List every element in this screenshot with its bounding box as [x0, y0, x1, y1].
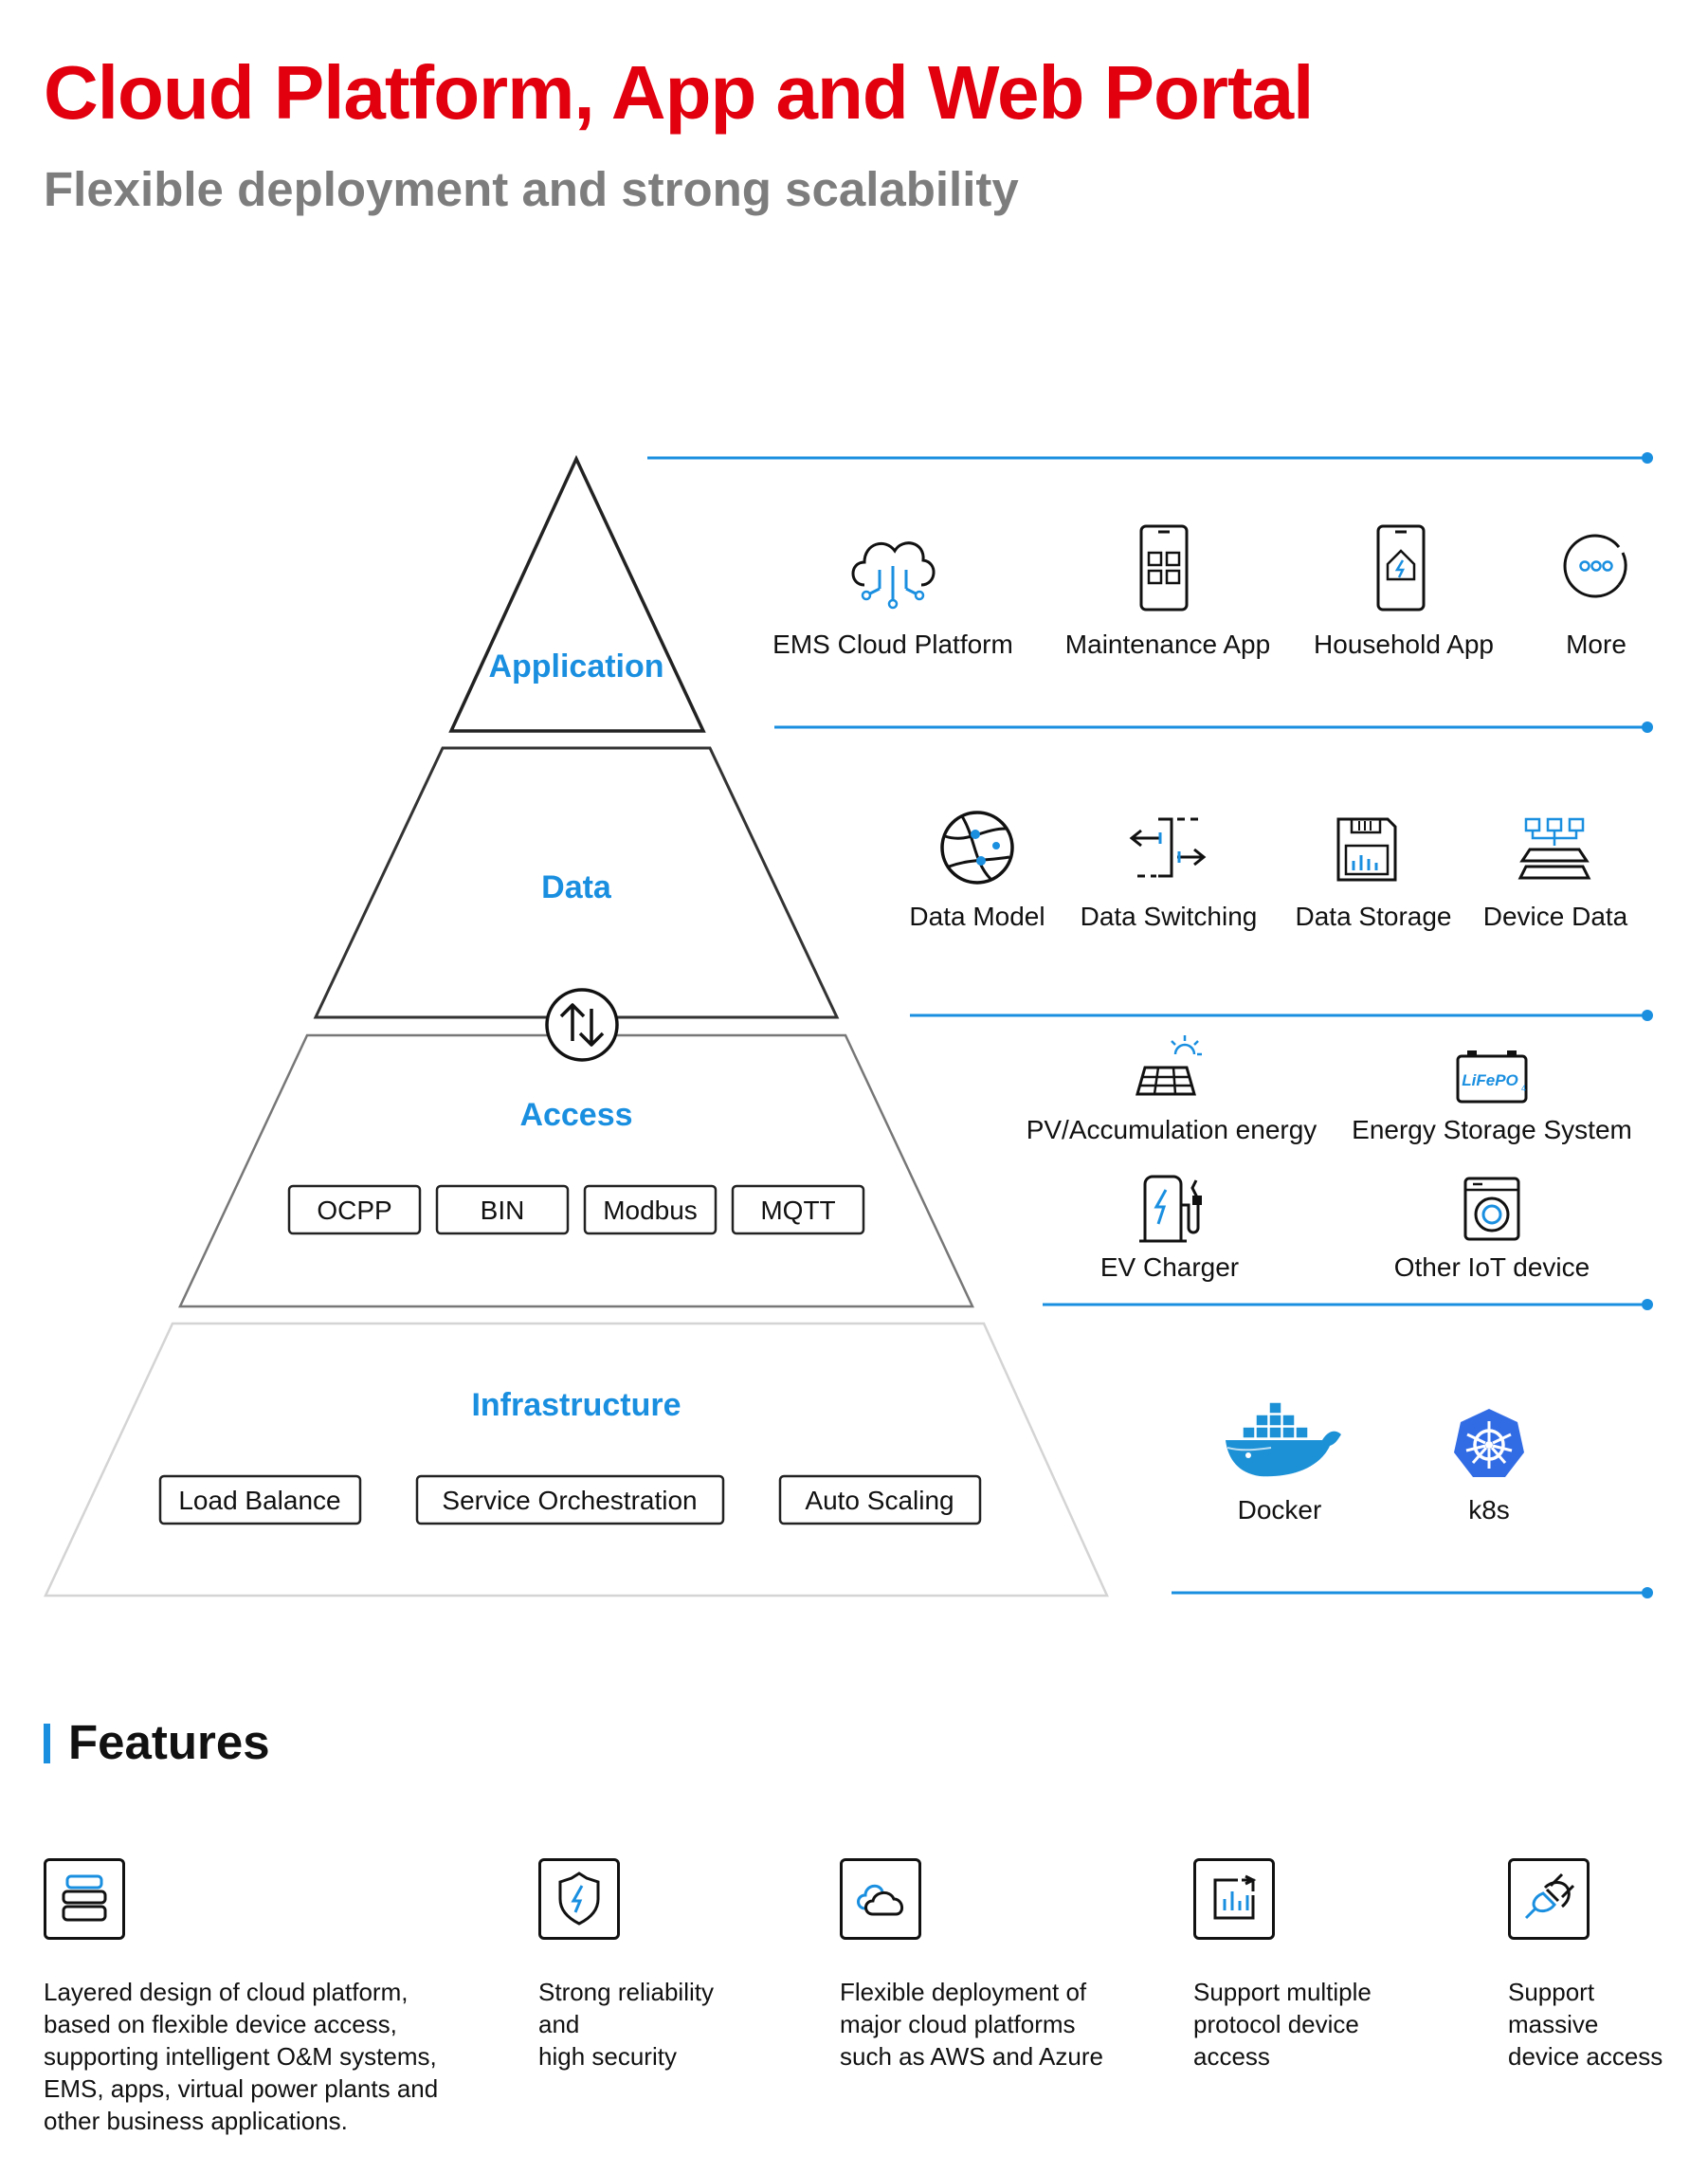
feature-text-line: and [538, 2010, 580, 2038]
app-item-label: Household App [1314, 630, 1494, 659]
access-item-label: PV/Accumulation energy [1027, 1115, 1317, 1144]
infra-box-auto-scaling: Auto Scaling [778, 1474, 982, 1525]
protocol-box-ocpp: OCPP [287, 1184, 422, 1235]
battery-badge-subscript: 4 [1521, 1084, 1526, 1093]
battery-badge: LiFePO [1462, 1071, 1518, 1089]
feature-text-line: major cloud platforms [840, 2010, 1076, 2038]
feature-text-line: Support [1508, 1978, 1595, 2006]
page-subtitle: Flexible deployment and strong scalabili… [44, 162, 1019, 216]
tier-application [448, 454, 706, 733]
protocol-label: MQTT [760, 1196, 835, 1225]
data-item-label: Device Data [1483, 902, 1628, 931]
feature-text-line: high security [538, 2042, 677, 2071]
infra-box-label: Service Orchestration [442, 1486, 697, 1515]
divider-line [1043, 1299, 1653, 1310]
globe-network-icon [940, 811, 1014, 885]
feature-item-massive-access: Support massive device access [1508, 1858, 1663, 2073]
tier-data [313, 746, 840, 1019]
feature-text-line: supporting intelligent O&M systems, [44, 2042, 437, 2071]
infra-item-label: k8s [1468, 1495, 1510, 1525]
exchange-arrows-icon [545, 988, 619, 1062]
architecture-diagram: Application Data Access Infrastructure O… [44, 452, 1653, 1598]
cloud-icon [840, 1858, 921, 1940]
protocol-label: BIN [481, 1196, 525, 1225]
data-item-label: Data Model [909, 902, 1045, 931]
divider-line [910, 1010, 1653, 1021]
floppy-chart-icon [1336, 817, 1397, 882]
feature-text-line: Flexible deployment of [840, 1978, 1087, 2006]
access-item-label: Energy Storage System [1352, 1115, 1632, 1144]
kubernetes-helm-icon [1454, 1409, 1524, 1477]
data-item-label: Data Switching [1081, 902, 1258, 931]
protocol-box-bin: BIN [435, 1184, 570, 1235]
infra-box-label: Load Balance [178, 1486, 340, 1515]
infra-box-load-balance: Load Balance [158, 1474, 362, 1525]
feature-text-line: device access [1508, 2042, 1663, 2071]
cloud-network-icon [851, 541, 936, 610]
protocol-label: OCPP [317, 1196, 391, 1225]
infra-box-service-orchestration: Service Orchestration [415, 1474, 725, 1525]
feature-text-line: such as AWS and Azure [840, 2042, 1103, 2071]
feature-text-line: Strong reliability [538, 1978, 714, 2006]
protocol-box-mqtt: MQTT [731, 1184, 865, 1235]
app-item-label: EMS Cloud Platform [772, 630, 1013, 659]
battery-icon: LiFePO 4 [1456, 1050, 1528, 1104]
washing-machine-icon [1463, 1177, 1520, 1241]
access-item-label: EV Charger [1100, 1252, 1239, 1282]
app-item-label: More [1566, 630, 1626, 659]
divider-line [647, 452, 1653, 464]
protocol-box-modbus: Modbus [583, 1184, 718, 1235]
infra-box-label: Auto Scaling [805, 1486, 954, 1515]
features-title: Features [68, 1715, 270, 1769]
page-title: Cloud Platform, App and Web Portal [44, 50, 1314, 135]
phone-house-icon [1376, 524, 1426, 612]
feature-text-line: access [1193, 2042, 1270, 2071]
feature-item-deployment: Flexible deployment of major cloud platf… [840, 1858, 1103, 2073]
feature-text-line: massive [1508, 2010, 1599, 2038]
data-switch-icon [1129, 817, 1207, 878]
access-item-label: Other IoT device [1394, 1252, 1590, 1282]
application-label: Application [488, 648, 663, 685]
docker-whale-icon [1226, 1401, 1341, 1477]
divider-line [774, 721, 1653, 733]
feature-text-line: EMS, apps, virtual power plants and [44, 2074, 439, 2103]
data-item-label: Data Storage [1296, 902, 1452, 931]
protocol-label: Modbus [603, 1196, 698, 1225]
feature-text-line: based on flexible device access, [44, 2010, 397, 2038]
chart-arrow-icon [1193, 1858, 1275, 1940]
feature-text-line: protocol device [1193, 2010, 1359, 2038]
shield-bolt-icon [538, 1858, 620, 1940]
divider-line [1172, 1587, 1653, 1598]
feature-text-line: Support multiple [1193, 1978, 1372, 2006]
device-tree-icon [1517, 817, 1591, 880]
feature-text-line: Layered design of cloud platform, [44, 1978, 409, 2006]
features-accent-bar [44, 1724, 50, 1763]
more-icon [1563, 534, 1627, 598]
layers-icon [44, 1858, 125, 1940]
data-label: Data [541, 869, 612, 905]
solar-panel-icon [1136, 1035, 1202, 1096]
tier-infrastructure [44, 1322, 1109, 1598]
feature-item-protocols: Support multiple protocol device access [1193, 1858, 1372, 2073]
infra-item-label: Docker [1238, 1495, 1322, 1525]
tier-access [178, 1033, 974, 1308]
infrastructure-label: Infrastructure [471, 1387, 681, 1423]
feature-item-reliability: Strong reliability and high security [538, 1858, 714, 2073]
ev-charger-icon [1139, 1175, 1202, 1243]
feature-item-layered-design: Layered design of cloud platform, based … [44, 1858, 438, 2137]
app-item-label: Maintenance App [1065, 630, 1270, 659]
feature-text-line: other business applications. [44, 2107, 348, 2135]
plug-icon [1508, 1858, 1590, 1940]
access-label: Access [519, 1097, 632, 1133]
phone-grid-icon [1139, 524, 1189, 612]
